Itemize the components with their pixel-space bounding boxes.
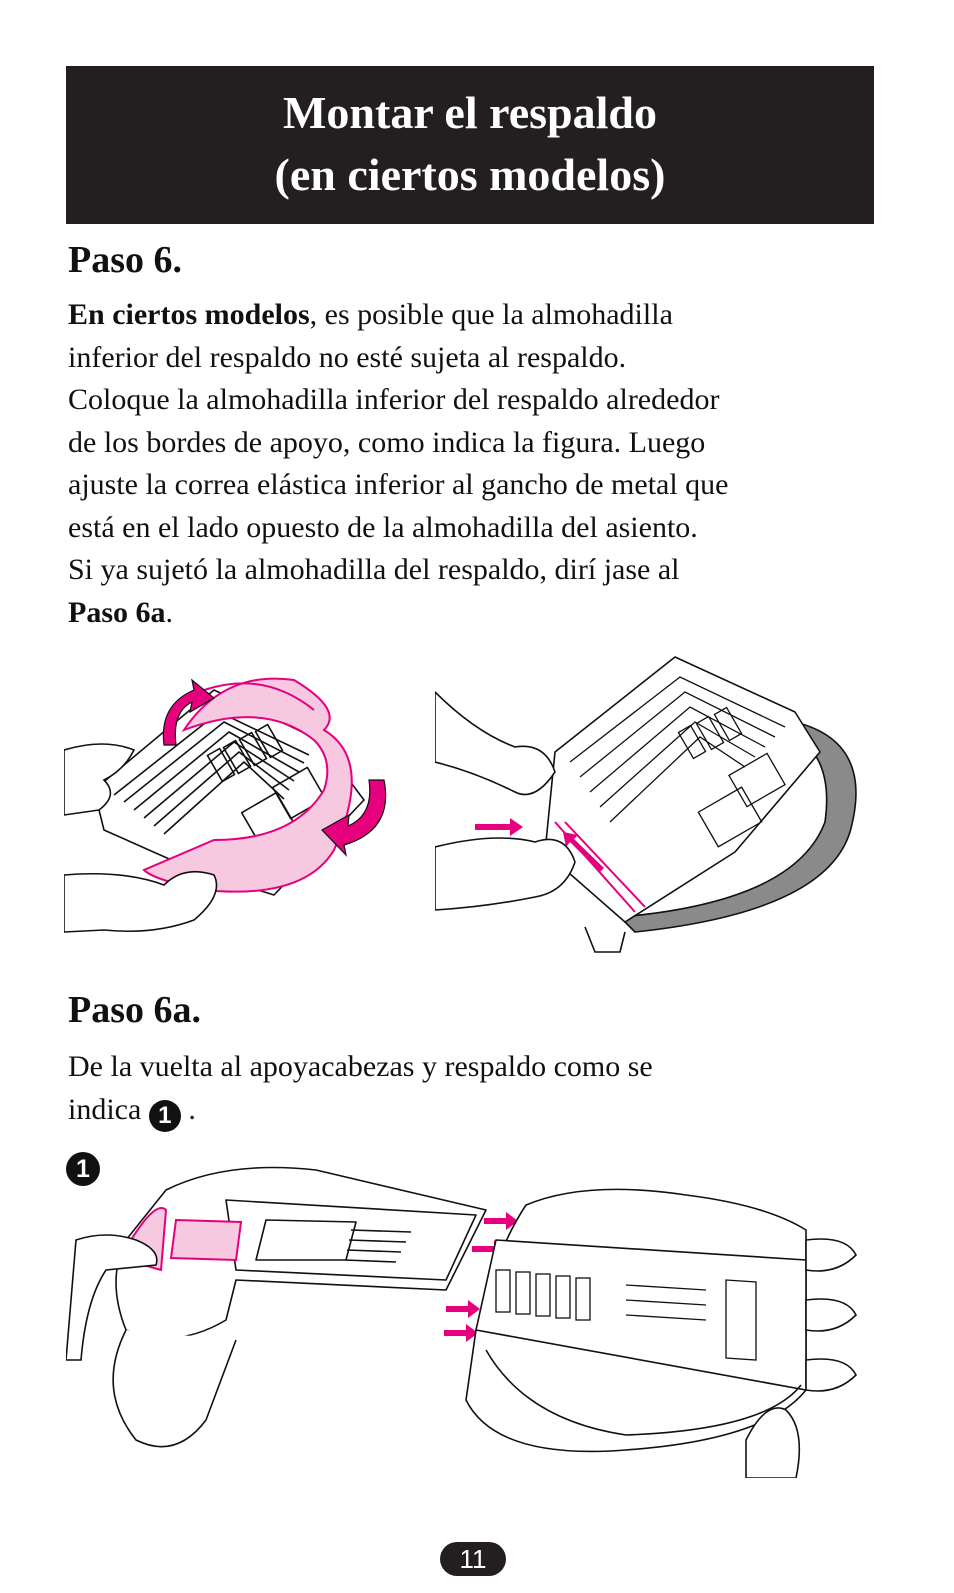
page-title-line2: (en ciertos modelos) [274,149,666,200]
title-banner: Montar el respaldo (en ciertos modelos) [66,66,874,224]
step6-line8: Paso 6a. [68,592,888,635]
step6-line4: de los bordes de apoyo, como indica la f… [68,425,706,459]
step6a-line2-start: indica [68,1092,142,1126]
figure-marker-1: 1 [66,1152,100,1186]
step6-line1-rest: , es posible que la almohadilla [309,298,673,331]
step6a-heading: Paso 6a. [68,989,201,1031]
step6-ref-end: . [165,595,174,629]
step6-ref-bold: Paso 6a [68,595,166,629]
step6a-line1: De la vuelta al apoyacabezas y respaldo … [68,1050,653,1083]
step6-lead-bold: En ciertos modelos [68,298,310,331]
step6a-paragraph: De la vuelta al apoyacabezas y respaldo … [68,1046,888,1132]
page-number: 11 [440,1542,506,1576]
step6-line1: En ciertos modelos, es posible que la al… [68,294,888,337]
step6a-illustration [66,1166,857,1478]
step-number-1-icon: 1 [148,1099,181,1132]
step6-illustration-right [435,656,857,953]
step6-line6: está en el lado opuesto de la almohadill… [68,510,698,544]
page-title-line1: Montar el respaldo [283,87,657,138]
step6-paragraph: En ciertos modelos, es posible que la al… [68,294,888,634]
step6a-line2: indica 1 . [68,1089,888,1132]
step6-line7: Si ya sujetó la almohadilla del respaldo… [68,553,680,586]
step6-illustration-left [64,677,387,933]
step6-line2: inferior del respaldo no esté sujeta al … [68,340,627,374]
step6-line3: Coloque la almohadilla inferior del resp… [68,383,720,416]
step6a-line2-end: . [180,1092,196,1126]
step6-heading: Paso 6. [68,239,182,281]
step6-line5: ajuste la correa elástica inferior al ga… [68,468,729,501]
